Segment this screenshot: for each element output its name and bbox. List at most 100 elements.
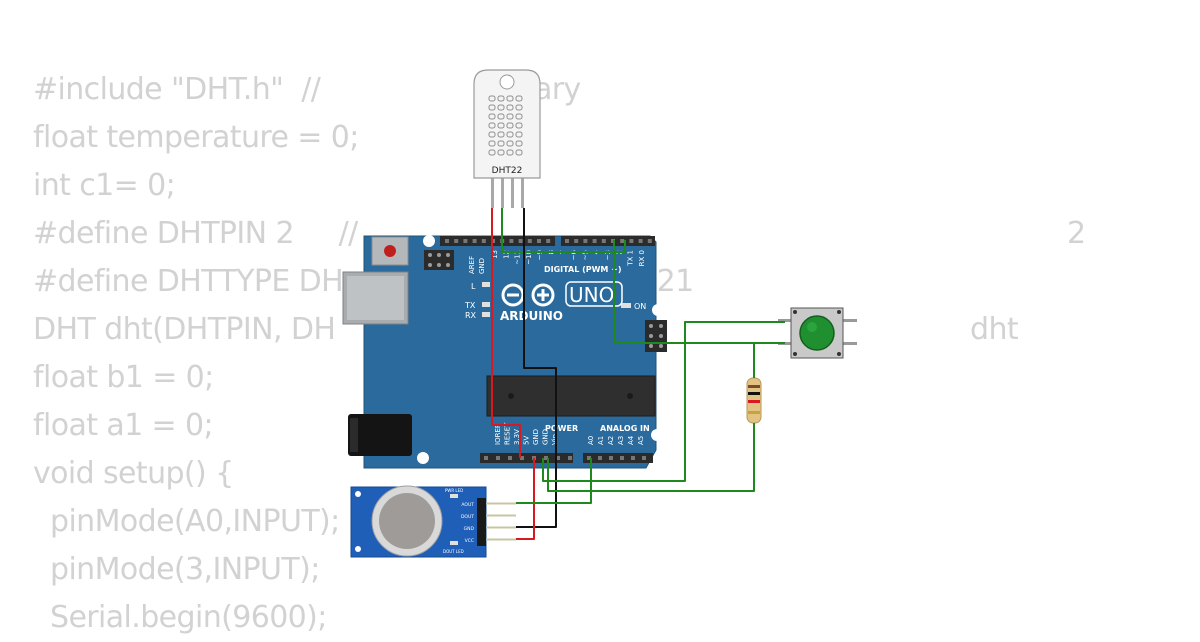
power-header-label: POWER bbox=[545, 424, 578, 433]
pin-label: 13 bbox=[491, 250, 499, 259]
uno-badge bbox=[565, 281, 623, 307]
dht22-vent-slot bbox=[497, 122, 505, 129]
reset-button-cap bbox=[384, 245, 396, 257]
dht22-label: DHT22 bbox=[492, 166, 523, 176]
header-pin bbox=[556, 456, 560, 460]
led-rx bbox=[482, 312, 490, 317]
wires bbox=[491, 208, 785, 540]
pin-label: ~11 bbox=[514, 250, 522, 265]
board-model-label: UNO bbox=[569, 283, 614, 307]
reset-button bbox=[371, 236, 409, 266]
header-pin bbox=[568, 456, 572, 460]
led-l-label: L bbox=[471, 282, 476, 291]
dht22-vent-slot bbox=[488, 131, 496, 138]
code-text: Serial.begin(9600); bbox=[50, 600, 327, 635]
dht22-vent-slot bbox=[497, 95, 505, 102]
mounting-hole bbox=[423, 235, 435, 247]
pin-label: 3.3V bbox=[513, 429, 521, 445]
code-text: #define DHTPIN 2 // bbox=[33, 216, 358, 251]
dht22-vent-slot bbox=[488, 149, 496, 156]
digital-header-label: DIGITAL (PWM ~) bbox=[544, 265, 622, 274]
dht22-vent-slot bbox=[497, 131, 505, 138]
arduino-infinity-logo bbox=[501, 283, 555, 307]
header-pin bbox=[592, 239, 597, 243]
pin-label: GND bbox=[542, 429, 550, 445]
pin-label: ~10 bbox=[525, 250, 533, 265]
dht22-vent-slot bbox=[506, 122, 514, 129]
dht22-vent-slot bbox=[515, 113, 523, 120]
header-pin bbox=[629, 239, 634, 243]
aref-pin-label: AREF bbox=[468, 256, 476, 274]
push-button bbox=[778, 307, 857, 359]
pin-label: 12 bbox=[502, 250, 510, 259]
header-pin bbox=[508, 456, 512, 460]
mounting-hole bbox=[651, 429, 663, 441]
header-pin bbox=[509, 239, 514, 243]
code-text: #define DHTTYPE DH bbox=[33, 264, 344, 299]
dht22-vent-slot bbox=[506, 113, 514, 120]
dht22-vent-slot bbox=[497, 140, 505, 147]
wire-gas-vcc bbox=[516, 458, 535, 540]
code-text: int c1= 0; bbox=[33, 168, 176, 203]
code-text: float a1 = 0; bbox=[33, 408, 214, 443]
pin-label: 5V bbox=[523, 436, 531, 445]
led-tx-label: TX bbox=[464, 301, 476, 310]
dht22-vent-slot bbox=[488, 122, 496, 129]
header-pin bbox=[484, 456, 488, 460]
pin-label: A5 bbox=[637, 436, 645, 445]
pin-label: ~6 bbox=[570, 249, 578, 260]
header-pin bbox=[546, 239, 551, 243]
push-button-cap bbox=[799, 315, 835, 351]
led-on-label: ON bbox=[634, 302, 646, 311]
dht22-sensor: DHT22 bbox=[473, 69, 541, 208]
header-pin bbox=[642, 456, 646, 460]
header-pin bbox=[463, 239, 468, 243]
wire-gas-aout bbox=[516, 458, 592, 504]
led-rx-label: RX bbox=[465, 311, 477, 320]
header-pin bbox=[598, 456, 602, 460]
gas-sensor-pin-label: VCC bbox=[465, 538, 474, 544]
code-text: DHT dht(DHTPIN, DH bbox=[33, 312, 336, 347]
pin-label: A0 bbox=[587, 436, 595, 445]
code-text-tail: 2 bbox=[1067, 216, 1086, 251]
pin-label: ~3 bbox=[604, 250, 612, 260]
header-pin bbox=[601, 239, 606, 243]
pin-label: A1 bbox=[597, 436, 605, 445]
dht22-vent-slot bbox=[488, 95, 496, 102]
dht22-vent-slot bbox=[506, 104, 514, 111]
wire-dht-vcc bbox=[491, 208, 521, 458]
gas-sensor-pin-label: GND bbox=[464, 526, 475, 532]
wire-resistor-gnd bbox=[547, 423, 755, 492]
dht22-vent-slot bbox=[515, 131, 523, 138]
pin-label: ~9 bbox=[536, 250, 544, 260]
code-text: void setup() { bbox=[33, 456, 234, 491]
digital-header-strip bbox=[440, 236, 655, 246]
header-pin bbox=[565, 239, 569, 243]
header-pin bbox=[587, 456, 591, 460]
header-pin bbox=[496, 456, 500, 460]
dht22-vent-slot bbox=[497, 113, 505, 120]
header-pin bbox=[472, 239, 477, 243]
header-pin bbox=[647, 239, 652, 243]
code-text: pinMode(3,INPUT); bbox=[50, 552, 320, 587]
header-pin bbox=[574, 239, 579, 243]
resistor bbox=[746, 370, 762, 430]
header-pin bbox=[454, 239, 459, 243]
header-pin bbox=[520, 456, 524, 460]
header-pin bbox=[620, 239, 625, 243]
pin-label: GND bbox=[532, 429, 540, 445]
wire-dht-data bbox=[501, 208, 626, 253]
icsp-header-left bbox=[424, 250, 454, 270]
mounting-hole bbox=[417, 452, 429, 464]
dht22-vent-slot bbox=[506, 95, 514, 102]
dht22-vent-slot bbox=[497, 149, 505, 156]
dht22-vent-slot bbox=[515, 122, 523, 129]
arduino-uno-board: UNO ARDUINO DIGITAL (PWM ~) POWER ANALOG… bbox=[342, 235, 667, 469]
dht22-vent-slot bbox=[488, 140, 496, 147]
pin-label: A3 bbox=[617, 436, 625, 445]
header-pin bbox=[638, 239, 643, 243]
dht22-vent-slot bbox=[506, 140, 514, 147]
header-pin bbox=[544, 456, 548, 460]
dht22-vent-slot bbox=[515, 149, 523, 156]
